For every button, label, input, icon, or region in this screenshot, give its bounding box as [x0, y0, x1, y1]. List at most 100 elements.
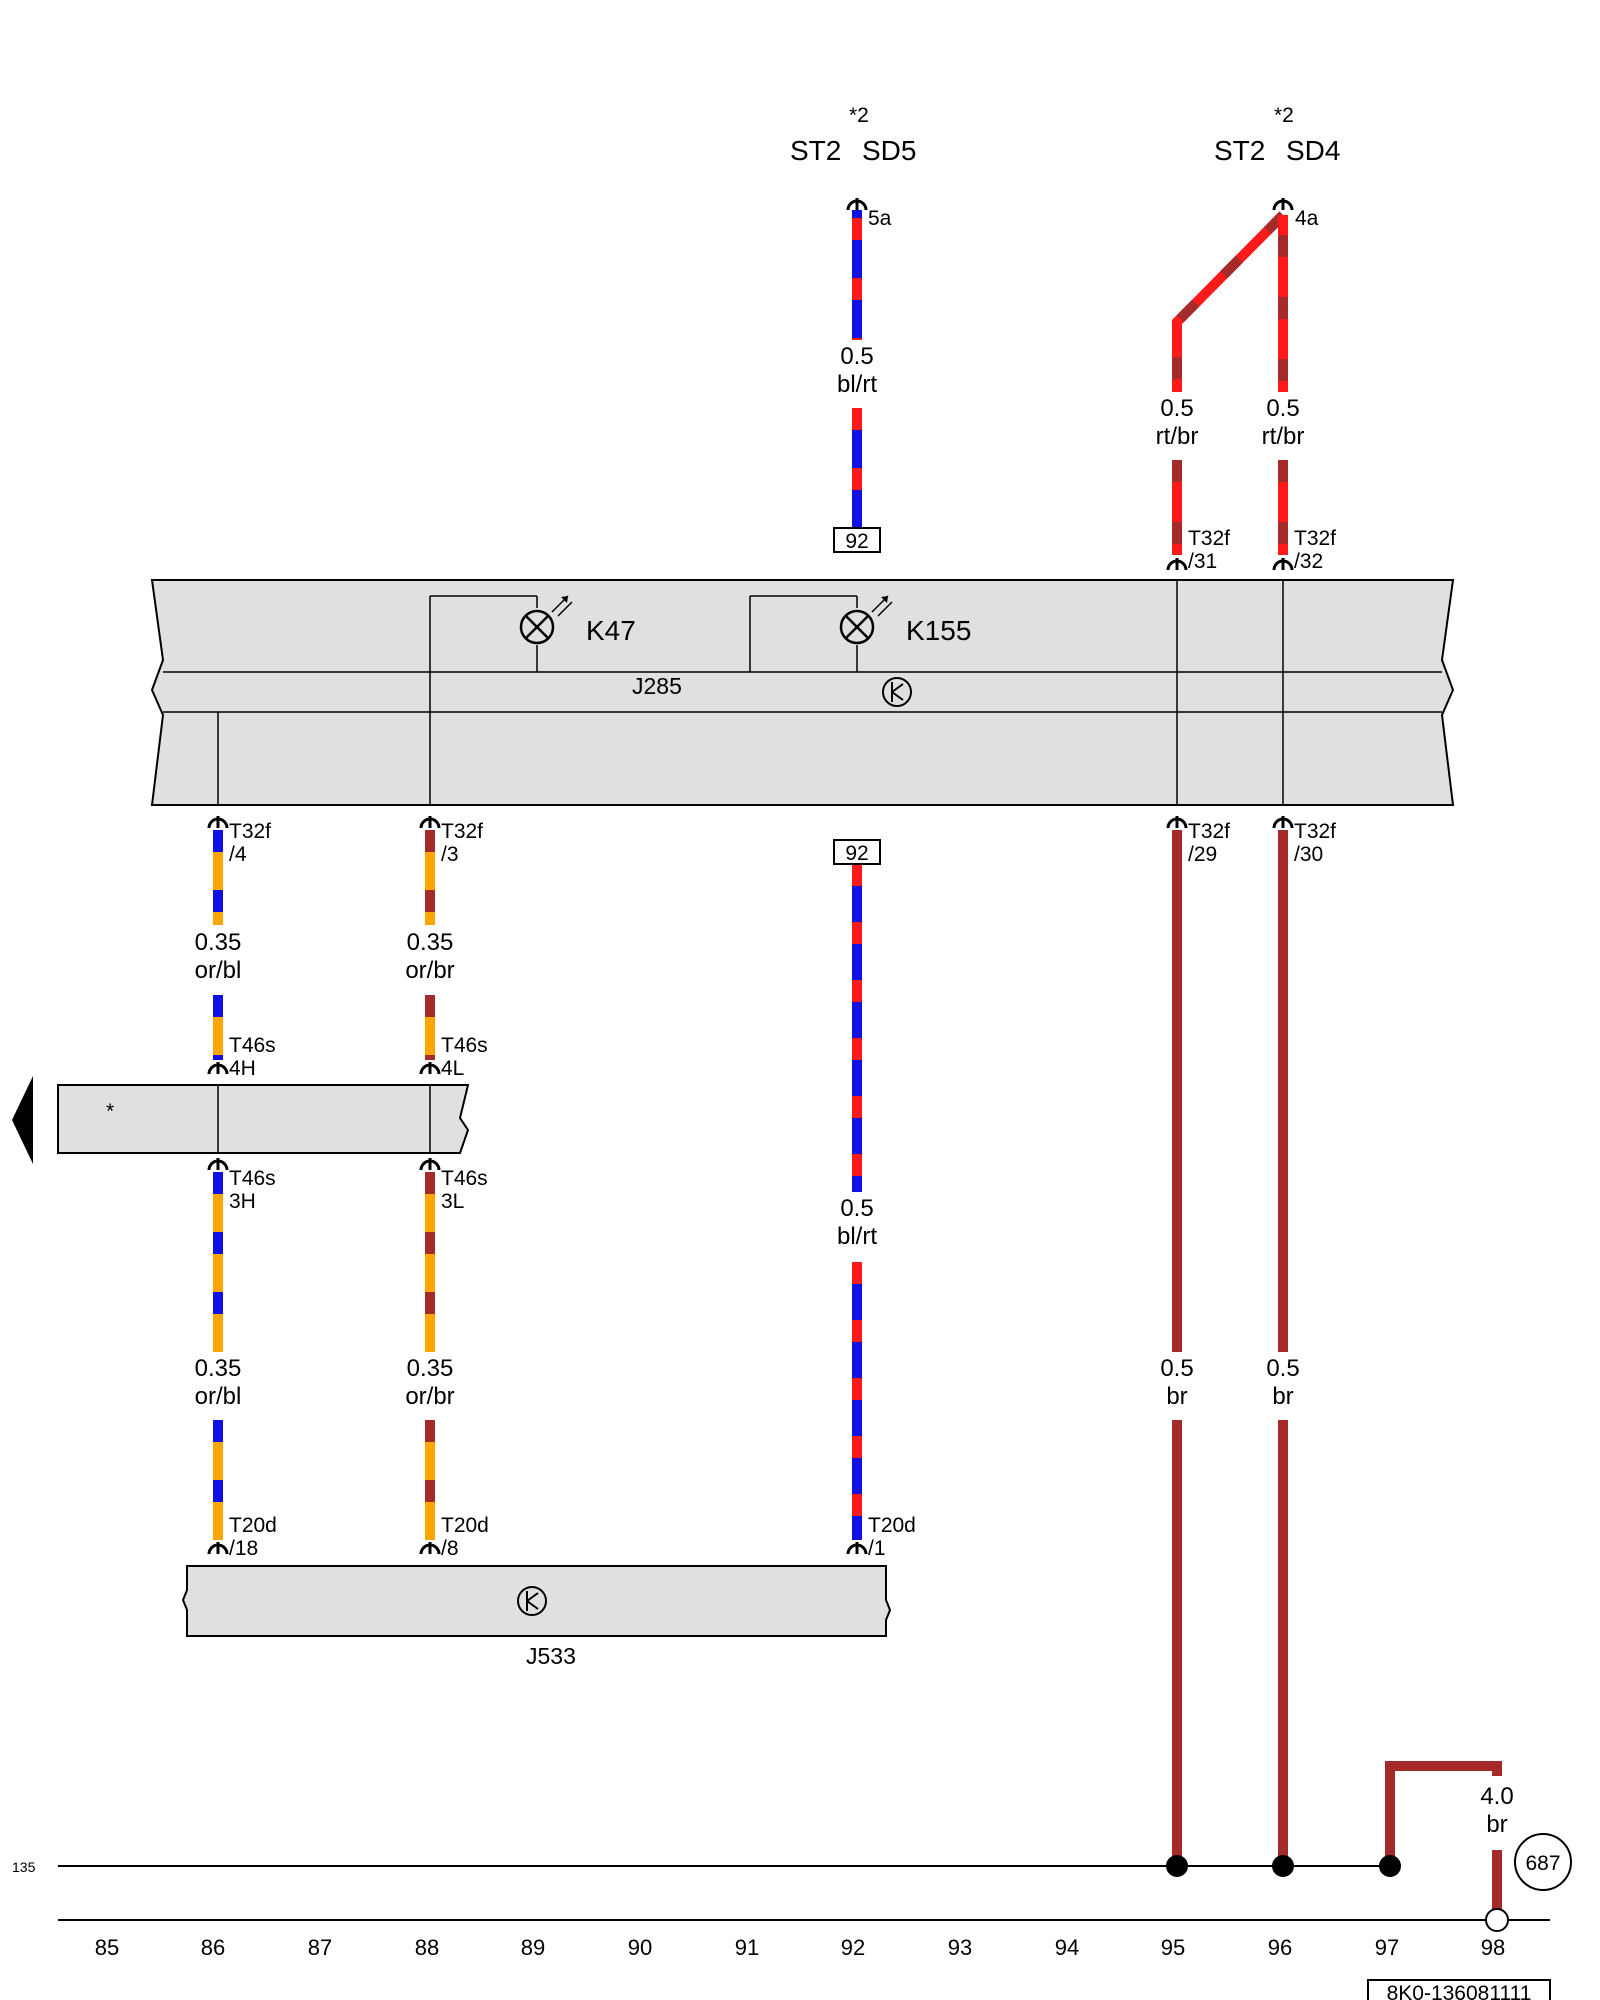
- grid-number: 94: [1055, 1935, 1079, 1960]
- ground-point-reference: 687: [1514, 1833, 1572, 1891]
- ground-junction-dot: [1272, 1855, 1294, 1877]
- j285-label: J285: [632, 673, 682, 699]
- wire-segment: [1385, 1761, 1502, 1910]
- grid-terminal-circle: [1485, 1908, 1509, 1932]
- grid-number: 86: [201, 1935, 225, 1960]
- connector-pin: /31: [1188, 550, 1217, 573]
- connector-name: T32f: [1294, 820, 1336, 843]
- wire-gauge: 0.5: [1266, 1355, 1299, 1382]
- grid-number: 87: [308, 1935, 332, 1960]
- note-mark-right: *2: [1274, 104, 1294, 127]
- connector-name: T46s: [229, 1034, 276, 1057]
- wire-color: br: [1272, 1383, 1293, 1410]
- connector-pin: /29: [1188, 843, 1217, 866]
- wire-reference: 92: [845, 530, 868, 553]
- grid-numbers: 85 86 87 88 89 90 91 92 93 94 95 96 97 9…: [95, 1935, 1505, 1960]
- connector-pin-icon: [207, 1540, 229, 1556]
- wire-color: or/bl: [195, 957, 242, 984]
- wire-color: br: [1486, 1811, 1507, 1838]
- wire-color: or/br: [405, 957, 454, 984]
- wire-gauge: 4.0: [1480, 1783, 1513, 1810]
- ground-junction-dot: [1379, 1855, 1401, 1877]
- connector-pin-icon: [419, 814, 441, 830]
- connector-name: T20d: [441, 1514, 489, 1537]
- connector-pin-icon: [1272, 196, 1294, 212]
- grid-number: 90: [628, 1935, 652, 1960]
- wire-gauge: 0.35: [407, 1355, 454, 1382]
- connector-pin-icon: [1166, 556, 1188, 572]
- wire-color: or/bl: [195, 1383, 242, 1410]
- ground-point-number: 687: [1525, 1852, 1560, 1875]
- ground-junction-dot: [1166, 1855, 1188, 1877]
- connector-pin-icon: [1272, 556, 1294, 572]
- st2-left-label: ST2: [790, 135, 841, 166]
- ground-label: 135: [12, 1859, 36, 1875]
- connector-name: T32f: [1294, 527, 1336, 550]
- j533-label: J533: [526, 1643, 576, 1669]
- k155-warning-lamp-icon: [839, 595, 893, 645]
- connector-pin: /3: [441, 843, 459, 866]
- connector-pin-icon: [207, 1060, 229, 1076]
- connector-pin: 4H: [229, 1057, 256, 1080]
- grid-number: 85: [95, 1935, 119, 1960]
- connector-pin: /32: [1294, 550, 1323, 573]
- sd5-label: SD5: [862, 135, 916, 166]
- connector-name: T32f: [229, 820, 271, 843]
- wire-reference: 92: [845, 842, 868, 865]
- connector-pin-icon: [1272, 814, 1294, 830]
- connector-pin-icon: [846, 196, 868, 212]
- connector-name: T20d: [868, 1514, 916, 1537]
- pin-label-4a: 4a: [1295, 207, 1319, 230]
- wire-gauge: 0.35: [195, 929, 242, 956]
- wire-segment: [1172, 211, 1287, 555]
- wire-color: or/br: [405, 1383, 454, 1410]
- wire-gauge: 0.5: [1160, 395, 1193, 422]
- connector-pin-icon: [207, 814, 229, 830]
- wire-color: br: [1166, 1383, 1187, 1410]
- connector-name: T32f: [441, 820, 483, 843]
- connector-pin: /30: [1294, 843, 1323, 866]
- connector-pin-icon: [1166, 814, 1188, 830]
- connector-name: T46s: [229, 1167, 276, 1190]
- bus-note-mark: *: [106, 1100, 114, 1123]
- connector-name: T46s: [441, 1034, 488, 1057]
- wire-gauge: 0.5: [840, 1195, 873, 1222]
- wire-reference-box: 92: [833, 527, 881, 553]
- connector-pin: /1: [868, 1537, 886, 1560]
- bus-connector: [57, 1084, 470, 1154]
- wire-color: rt/br: [1156, 423, 1199, 450]
- grid-number: 92: [841, 1935, 865, 1960]
- connector-pin: /18: [229, 1537, 258, 1560]
- connector-pin: /4: [229, 843, 247, 866]
- k155-label: K155: [906, 615, 971, 646]
- module-j533: [181, 1565, 892, 1637]
- connector-name: T46s: [441, 1167, 488, 1190]
- can-bus-icon: [517, 1586, 547, 1616]
- grid-number: 89: [521, 1935, 545, 1960]
- connector-pin-icon: [419, 1540, 441, 1556]
- bus-arrow-icon: [12, 1076, 33, 1164]
- wire-gauge: 0.5: [840, 343, 873, 370]
- connector-pin-icon: [207, 1156, 229, 1172]
- note-mark-left: *2: [849, 104, 869, 127]
- wire-gauge: 0.5: [1266, 395, 1299, 422]
- pin-label-5a: 5a: [868, 207, 892, 230]
- wire-gauge: 0.5: [1160, 1355, 1193, 1382]
- connector-pin: /8: [441, 1537, 459, 1560]
- wire-color: rt/br: [1262, 423, 1305, 450]
- connector-pin-icon: [419, 1156, 441, 1172]
- wire-gauge: 0.35: [195, 1355, 242, 1382]
- grid-number: 95: [1161, 1935, 1185, 1960]
- connector-name: T32f: [1188, 820, 1230, 843]
- grid-number: 88: [415, 1935, 439, 1960]
- connector-pin: 4L: [441, 1057, 464, 1080]
- connector-pin-icon: [419, 1060, 441, 1076]
- diagram-code: 8K0-136081111: [1387, 1982, 1532, 2000]
- st2-right-label: ST2: [1214, 135, 1265, 166]
- connector-pin-icon: [846, 1540, 868, 1556]
- grid-number: 98: [1481, 1935, 1505, 1960]
- grid-number: 93: [948, 1935, 972, 1960]
- k47-label: K47: [586, 615, 636, 646]
- sd4-label: SD4: [1286, 135, 1340, 166]
